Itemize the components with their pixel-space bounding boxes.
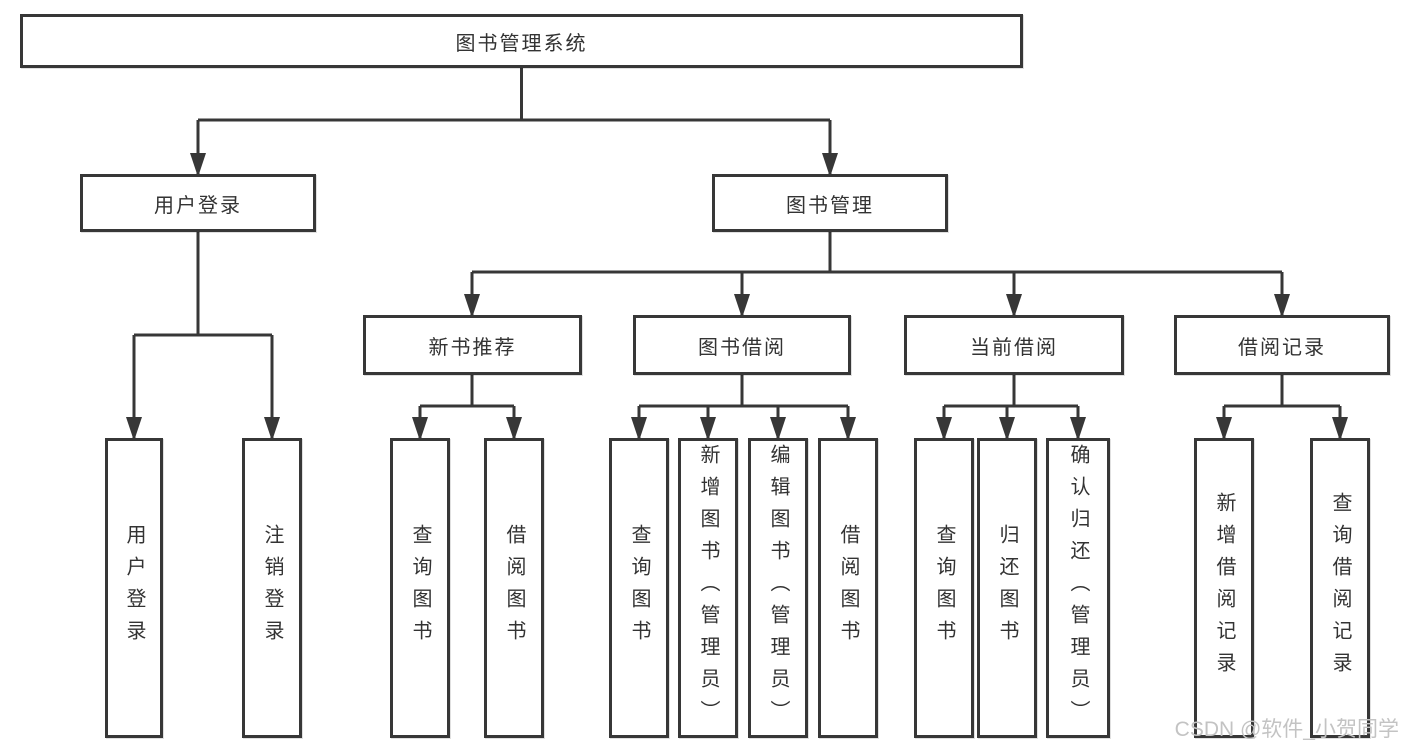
leaf-logout-label: 注销登录 — [261, 524, 283, 652]
leaf-query-books-borrowing-label: 查询图书 — [628, 524, 650, 652]
leaf-return-books-label: 归还图书 — [996, 524, 1018, 652]
node-root-label: 图书管理系统 — [455, 32, 588, 55]
leaf-logout: 注销登录 — [242, 438, 302, 738]
node-book-management: 图书管理 — [712, 174, 948, 232]
leaf-user-login-label: 用户登录 — [123, 524, 145, 652]
leaf-query-books-current: 查询图书 — [914, 438, 974, 738]
leaf-borrow-books-recommend-label: 借阅图书 — [503, 524, 525, 652]
leaf-add-books-admin: 新增图书（管理员） — [678, 438, 738, 738]
node-current-borrowing-label: 当前借阅 — [970, 336, 1058, 359]
leaf-confirm-return-admin-label: 确认归还（管理员） — [1067, 444, 1089, 732]
connector-lines — [132, 68, 1342, 438]
leaf-borrow-books: 借阅图书 — [818, 438, 878, 738]
leaf-return-books: 归还图书 — [977, 438, 1037, 738]
leaf-query-borrow-record-label: 查询借阅记录 — [1329, 492, 1351, 684]
node-borrow-records-label: 借阅记录 — [1238, 336, 1326, 359]
leaf-query-books-recommend: 查询图书 — [390, 438, 450, 738]
node-current-borrowing: 当前借阅 — [904, 315, 1124, 375]
leaf-confirm-return-admin: 确认归还（管理员） — [1046, 438, 1110, 738]
leaf-edit-books-admin: 编辑图书（管理员） — [748, 438, 808, 738]
leaf-borrow-books-label: 借阅图书 — [837, 524, 859, 652]
leaf-query-borrow-record: 查询借阅记录 — [1310, 438, 1370, 738]
node-new-book-recommend: 新书推荐 — [363, 315, 582, 375]
node-book-borrowing-label: 图书借阅 — [698, 336, 786, 359]
leaf-edit-books-admin-label: 编辑图书（管理员） — [767, 444, 789, 732]
node-root: 图书管理系统 — [20, 14, 1023, 68]
leaf-user-login: 用户登录 — [105, 438, 163, 738]
node-book-borrowing: 图书借阅 — [633, 315, 851, 375]
node-borrow-records: 借阅记录 — [1174, 315, 1390, 375]
leaf-borrow-books-recommend: 借阅图书 — [484, 438, 544, 738]
node-new-book-recommend-label: 新书推荐 — [428, 336, 517, 359]
leaf-query-books-current-label: 查询图书 — [933, 524, 955, 652]
leaf-add-books-admin-label: 新增图书（管理员） — [697, 444, 719, 732]
leaf-query-books-borrowing: 查询图书 — [609, 438, 669, 738]
leaf-add-borrow-record: 新增借阅记录 — [1194, 438, 1254, 738]
leaf-add-borrow-record-label: 新增借阅记录 — [1213, 492, 1235, 684]
node-book-management-label: 图书管理 — [786, 194, 874, 217]
csdn-watermark: CSDN @软件_小贺同学 — [1174, 718, 1399, 741]
leaf-query-books-recommend-label: 查询图书 — [409, 524, 431, 652]
node-user-login-label: 用户登录 — [154, 194, 242, 217]
node-user-login: 用户登录 — [80, 174, 316, 232]
arrowheads — [126, 153, 1348, 441]
